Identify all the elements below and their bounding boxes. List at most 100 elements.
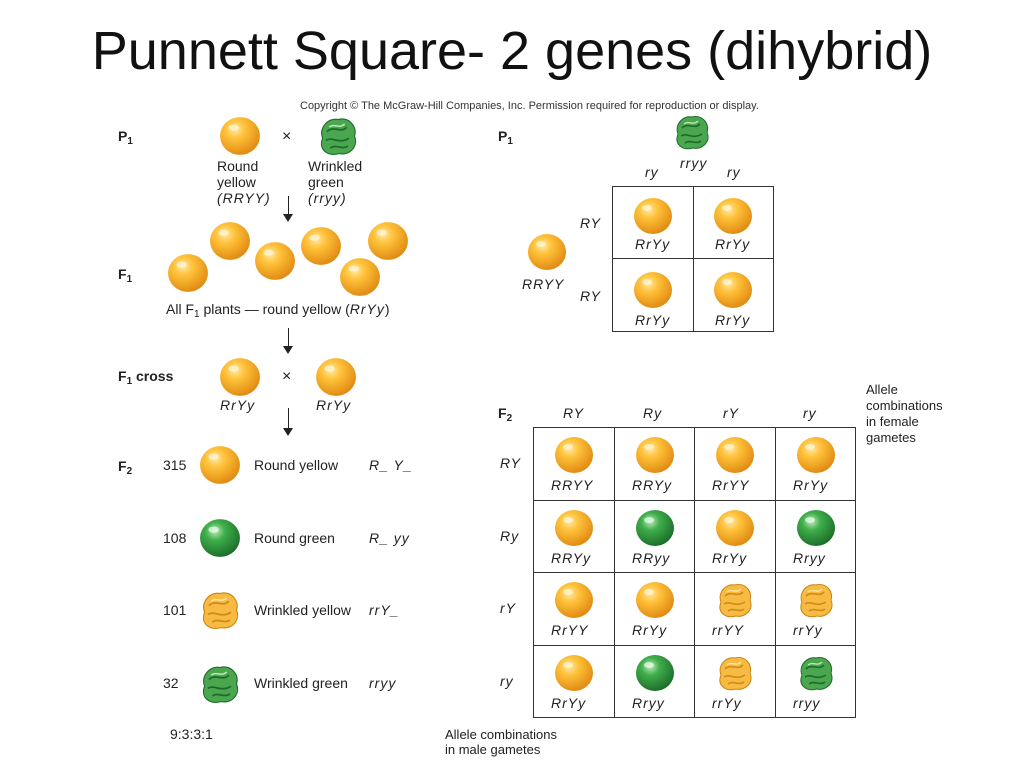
parent1-description: Round yellow (RRYY) [217,158,271,206]
f1-cross-genotype-right: RrYy [316,397,352,413]
cell-genotype: rryy [793,695,821,711]
row-gamete: RY [580,288,601,304]
round-yellow-pea-icon [553,508,595,548]
cell-genotype: Rryy [793,550,826,566]
f2-genotype: R_ Y_ [369,457,413,473]
row-gamete: rY [500,600,516,616]
cell-genotype: rrYy [793,622,823,638]
f2-label: F2 [118,458,133,477]
round-green-pea-icon [795,508,837,548]
f2-count: 32 [163,675,179,691]
ratio-label: 9:3:3:1 [170,726,213,742]
round-green-pea-icon [198,517,242,559]
round-yellow-pea-icon [712,196,754,236]
f1-caption: All F1 plants — round yellow (RrYy) [166,301,390,320]
f1-cross-label: F1 cross [118,368,174,387]
round-yellow-pea-icon [526,232,568,272]
round-yellow-pea-icon [795,435,837,475]
wrinkled-yellow-pea-icon [795,580,837,620]
parent-genotype: rryy [680,155,708,171]
cell-genotype: RrYY [712,477,750,493]
page-title: Punnett Square- 2 genes (dihybrid) [91,21,933,81]
round-green-pea-icon [634,653,676,693]
wrinkled-green-pea-icon [672,112,712,152]
f2-count: 315 [163,457,187,473]
cell-genotype: RrYy [715,236,751,252]
cell-genotype: RrYy [551,695,587,711]
copyright-notice: Copyright © The McGraw-Hill Companies, I… [300,100,759,112]
f2-genotype: rrY_ [369,602,400,618]
f1-label: F1 [118,266,133,285]
round-green-pea-icon [634,508,676,548]
cell-genotype: RrYy [715,312,751,328]
cross-symbol: × [282,368,292,385]
cell-genotype: rrYy [712,695,742,711]
round-yellow-pea-icon [553,435,595,475]
f2-phenotype: Round yellow [254,457,339,473]
p1-label-right: P1 [498,128,513,147]
cross-symbol: × [282,128,292,145]
round-yellow-pea-icon [553,653,595,693]
cell-genotype: RrYy [635,236,671,252]
cell-genotype: rrYY [712,622,744,638]
round-yellow-pea-icon [218,115,262,157]
round-yellow-pea-icon [634,580,676,620]
cell-genotype: RrYY [551,622,589,638]
row-gamete: RY [580,215,601,231]
f2-genotype: rryy [369,675,397,691]
arrow-down-icon [288,408,289,430]
f2-genotype: R_ yy [369,530,410,546]
f2-phenotype: Round green [254,530,335,546]
round-yellow-pea-icon [208,220,252,262]
round-yellow-pea-icon [714,508,756,548]
round-yellow-pea-icon [166,252,210,294]
cell-genotype: RrYy [793,477,829,493]
column-gamete: RY [563,405,584,421]
round-yellow-pea-icon [198,444,242,486]
round-yellow-pea-icon [634,435,676,475]
round-yellow-pea-icon [632,270,674,310]
column-gamete: ry [803,405,817,421]
round-yellow-pea-icon [632,196,674,236]
round-yellow-pea-icon [253,240,297,282]
column-gamete: rY [723,405,739,421]
round-yellow-pea-icon [314,356,358,398]
column-gamete: Ry [643,405,663,421]
male-gametes-note: Allele combinations in male gametes [445,727,558,757]
f2-count: 108 [163,530,187,546]
wrinkled-yellow-pea-icon [714,653,756,693]
wrinkled-green-pea-icon [198,662,242,706]
f2-phenotype: Wrinkled green [254,675,348,691]
cell-genotype: RRYy [551,550,592,566]
arrow-down-icon [288,328,289,348]
round-yellow-pea-icon [338,256,382,298]
wrinkled-yellow-pea-icon [714,580,756,620]
round-yellow-pea-icon [366,220,410,262]
female-gametes-note: Allele combinations in female gametes [866,382,943,445]
wrinkled-green-pea-icon [316,114,360,158]
arrow-down-icon [288,196,289,216]
round-yellow-pea-icon [712,270,754,310]
wrinkled-green-pea-icon [795,653,837,693]
column-gamete: ry [645,164,659,180]
parent2-description: Wrinkled green (rryy) [308,158,363,206]
row-gamete: ry [500,672,514,689]
p1-label: P1 [118,128,133,147]
left-parent-genotype: RRYY [522,276,565,292]
f1-cross-genotype-left: RrYy [220,397,256,413]
wrinkled-yellow-pea-icon [198,588,242,632]
f2-phenotype: Wrinkled yellow [254,602,351,618]
f2-square-label: F2 [498,405,513,424]
cell-genotype: Rryy [632,695,665,711]
cell-genotype: RRYY [551,477,594,493]
cell-genotype: RrYy [712,550,748,566]
row-gamete: Ry [500,527,520,544]
round-yellow-pea-icon [553,580,595,620]
column-gamete: ry [727,164,741,180]
cell-genotype: RrYy [632,622,668,638]
cell-genotype: RRYy [632,477,673,493]
round-yellow-pea-icon [218,356,262,398]
cell-genotype: RRyy [632,550,671,566]
round-yellow-pea-icon [714,435,756,475]
row-gamete: RY [500,455,521,471]
